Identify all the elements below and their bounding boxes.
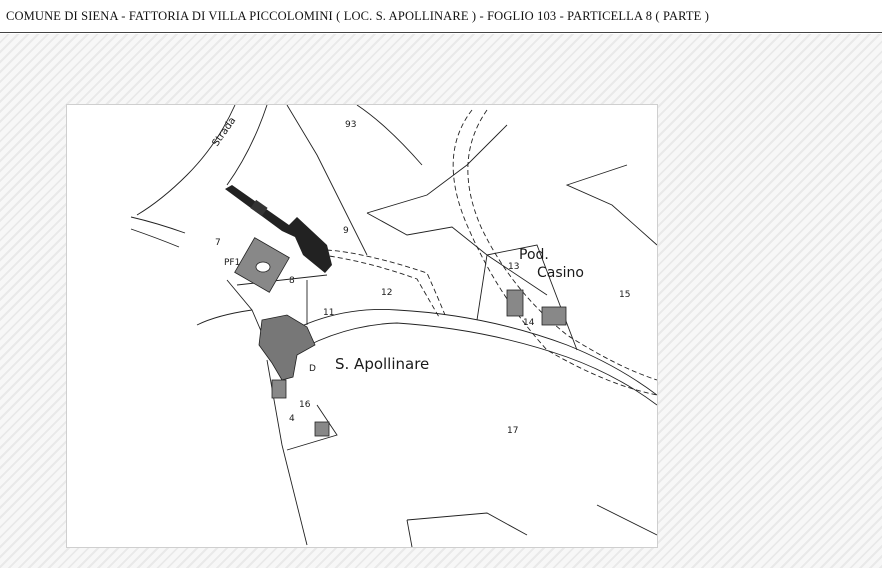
road-label: Strada bbox=[210, 115, 238, 148]
road-edge bbox=[130, 228, 180, 248]
parcel-number: PF1 bbox=[224, 258, 240, 268]
road-edge bbox=[130, 216, 186, 234]
dashed-lane bbox=[467, 109, 657, 381]
parcel-number: 14 bbox=[523, 318, 535, 328]
header-divider bbox=[0, 32, 882, 33]
casino-building bbox=[541, 306, 567, 326]
parcel-number: 16 bbox=[299, 400, 311, 410]
parcel-boundary bbox=[236, 274, 328, 286]
casino-building bbox=[506, 289, 524, 317]
parcel-number: 7 bbox=[215, 238, 221, 248]
page-title: COMUNE DI SIENA - FATTORIA DI VILLA PICC… bbox=[6, 9, 710, 23]
parcel-number: 9 bbox=[343, 226, 349, 236]
small-building bbox=[271, 379, 287, 399]
villa-courtyard bbox=[255, 261, 271, 273]
place-name-pod: Pod. bbox=[519, 247, 549, 263]
chapel-building bbox=[258, 314, 316, 381]
strada-road-edge bbox=[226, 105, 268, 186]
main-road-edge bbox=[281, 322, 657, 406]
parcel-number: 13 bbox=[508, 262, 519, 272]
parcel-boundary bbox=[356, 105, 423, 166]
parcel-boundary bbox=[565, 164, 657, 246]
parcel-number: 4 bbox=[289, 414, 295, 424]
parcel-boundary bbox=[286, 404, 338, 451]
parcel-boundary bbox=[596, 504, 657, 536]
parcel-boundary bbox=[366, 124, 508, 214]
cadastral-map: Strada S. Apollinare Pod. Casino 93 7 PF… bbox=[66, 104, 658, 548]
place-name-casino: Casino bbox=[537, 265, 584, 281]
parcel-number: 11 bbox=[323, 308, 334, 318]
dashed-lane bbox=[326, 249, 446, 316]
parcel-number: 15 bbox=[619, 290, 630, 300]
parcel-number: D bbox=[309, 364, 316, 374]
place-name-apollinare: S. Apollinare bbox=[335, 355, 429, 373]
parcel-number: 17 bbox=[507, 426, 518, 436]
parcel-boundary bbox=[366, 212, 548, 296]
small-building bbox=[314, 421, 330, 437]
parcel-boundary bbox=[196, 309, 253, 326]
parcel-number: 93 bbox=[345, 120, 356, 130]
dashed-lane bbox=[452, 109, 657, 396]
road-edge bbox=[286, 105, 368, 256]
parcel-number: 12 bbox=[381, 288, 392, 298]
farm-building bbox=[250, 199, 268, 217]
parcel-boundary bbox=[406, 519, 413, 547]
parcel-number: 8 bbox=[289, 276, 295, 286]
cadastral-map-drawing: Strada S. Apollinare Pod. Casino 93 7 PF… bbox=[130, 105, 657, 547]
main-road-edge bbox=[266, 309, 657, 396]
parcel-boundary bbox=[476, 254, 488, 321]
dashed-lane bbox=[321, 254, 440, 318]
parcel-boundary bbox=[406, 512, 528, 536]
strada-road-edge bbox=[136, 105, 236, 216]
